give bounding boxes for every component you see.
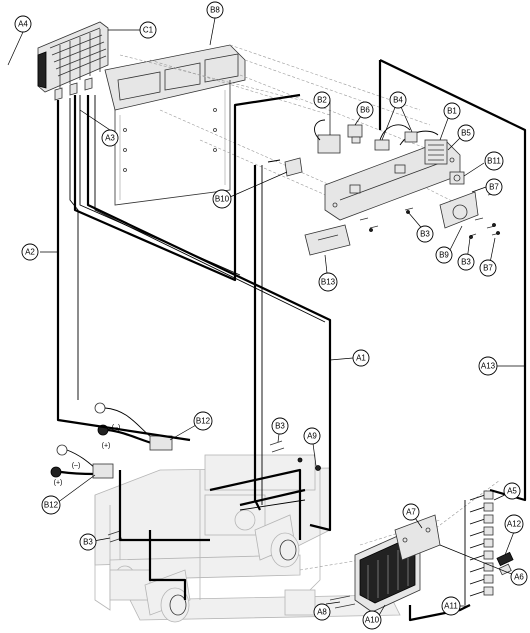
callout-b2: B2 bbox=[313, 91, 331, 109]
callout-b12-upper: B12 bbox=[193, 411, 213, 431]
battery-leads-upper bbox=[94, 402, 173, 451]
svg-text:B8: B8 bbox=[210, 6, 220, 15]
callout-b3-plate: B3 bbox=[416, 225, 434, 243]
drive-motor-left bbox=[144, 569, 191, 623]
svg-text:A7: A7 bbox=[406, 508, 416, 517]
svg-text:B9: B9 bbox=[439, 251, 449, 260]
harness-a13 bbox=[378, 59, 527, 502]
svg-text:B10: B10 bbox=[215, 195, 230, 204]
harness-b4 bbox=[374, 124, 439, 151]
svg-text:A2: A2 bbox=[25, 248, 35, 257]
svg-text:B5: B5 bbox=[461, 129, 471, 138]
callout-a12: A12 bbox=[504, 514, 524, 534]
callout-b3-lower: B3 bbox=[79, 533, 97, 551]
callout-a8: A8 bbox=[313, 603, 331, 621]
callout-a11: A11 bbox=[441, 596, 461, 616]
callout-b3-side: B3 bbox=[457, 253, 475, 271]
callout-a5: A5 bbox=[503, 482, 521, 500]
svg-text:B2: B2 bbox=[317, 96, 327, 105]
connector-a12 bbox=[496, 551, 514, 576]
connector-set-a5 bbox=[464, 490, 494, 605]
svg-text:B3: B3 bbox=[461, 258, 471, 267]
callouts: A4 C1 B8 A3 A2 B2 B6 B4 B1 B5 B11 B7 B10… bbox=[14, 1, 528, 630]
callout-b13: B13 bbox=[318, 272, 338, 292]
connector-block-b2 bbox=[314, 119, 341, 154]
svg-text:A11: A11 bbox=[444, 602, 458, 611]
svg-text:B12: B12 bbox=[44, 501, 59, 510]
callout-b12-lower: B12 bbox=[41, 495, 61, 515]
cover-plate-b9 bbox=[439, 191, 479, 229]
positive-sign-lower: (+) bbox=[54, 480, 63, 487]
callout-c1: C1 bbox=[139, 21, 157, 39]
svg-text:B3: B3 bbox=[275, 422, 285, 431]
callout-b7-lower: B7 bbox=[479, 259, 497, 277]
svg-text:B6: B6 bbox=[360, 106, 370, 115]
svg-text:A9: A9 bbox=[307, 432, 317, 441]
svg-text:B1: B1 bbox=[447, 107, 457, 116]
svg-text:A1: A1 bbox=[356, 354, 366, 363]
clip-b10 bbox=[284, 157, 303, 177]
callout-b4: B4 bbox=[389, 91, 407, 109]
callout-b1: B1 bbox=[443, 102, 461, 120]
svg-text:A4: A4 bbox=[18, 20, 28, 29]
callout-a1: A1 bbox=[352, 349, 370, 367]
callout-a6: A6 bbox=[510, 568, 528, 586]
harness-a1 bbox=[86, 95, 332, 532]
callout-b8: B8 bbox=[206, 1, 224, 19]
svg-text:A10: A10 bbox=[365, 616, 380, 625]
svg-text:B12: B12 bbox=[196, 417, 211, 426]
svg-text:B11: B11 bbox=[487, 157, 501, 166]
svg-text:A6: A6 bbox=[514, 573, 524, 582]
svg-text:A13: A13 bbox=[481, 362, 496, 371]
breaker-b1 bbox=[424, 139, 448, 165]
label-b13 bbox=[304, 224, 351, 256]
back-panel-b8 bbox=[104, 44, 246, 206]
harness-a3 bbox=[73, 93, 301, 511]
svg-text:A8: A8 bbox=[317, 608, 327, 617]
callout-b9: B9 bbox=[435, 246, 453, 264]
battery-leads-lower bbox=[50, 444, 114, 479]
switch-b11 bbox=[449, 171, 465, 185]
callout-b3-frame: B3 bbox=[271, 417, 289, 435]
callout-b5: B5 bbox=[457, 124, 475, 142]
controller-c1 bbox=[37, 21, 109, 101]
svg-text:B4: B4 bbox=[393, 96, 403, 105]
svg-text:B13: B13 bbox=[321, 278, 336, 287]
callout-a3: A3 bbox=[101, 129, 119, 147]
svg-text:A12: A12 bbox=[507, 520, 522, 529]
connector-b6 bbox=[347, 124, 363, 144]
svg-text:B7: B7 bbox=[483, 264, 493, 273]
chassis-frame bbox=[94, 454, 401, 621]
callout-a7: A7 bbox=[402, 503, 420, 521]
svg-text:B7: B7 bbox=[489, 183, 499, 192]
callout-b7-upper: B7 bbox=[485, 178, 503, 196]
svg-text:B3: B3 bbox=[83, 538, 93, 547]
callout-b6: B6 bbox=[356, 101, 374, 119]
positive-sign-upper: (+) bbox=[102, 443, 111, 450]
callout-a10: A10 bbox=[362, 610, 382, 630]
svg-text:B3: B3 bbox=[420, 230, 430, 239]
drive-motor-right bbox=[254, 514, 300, 568]
svg-text:A5: A5 bbox=[507, 487, 517, 496]
callout-a13: A13 bbox=[478, 356, 498, 376]
callout-a9: A9 bbox=[303, 427, 321, 445]
negative-sign-upper: (–) bbox=[112, 425, 121, 432]
harness-lower bbox=[118, 468, 471, 622]
polarity-labels: (–) (+) (–) (+) bbox=[54, 425, 121, 487]
negative-sign-lower: (–) bbox=[72, 463, 81, 470]
callout-b11: B11 bbox=[484, 151, 504, 171]
callout-a2: A2 bbox=[21, 243, 39, 261]
svg-text:C1: C1 bbox=[143, 26, 154, 35]
callout-b10: B10 bbox=[212, 189, 232, 209]
svg-text:A3: A3 bbox=[105, 134, 115, 143]
callout-a4: A4 bbox=[14, 15, 32, 33]
